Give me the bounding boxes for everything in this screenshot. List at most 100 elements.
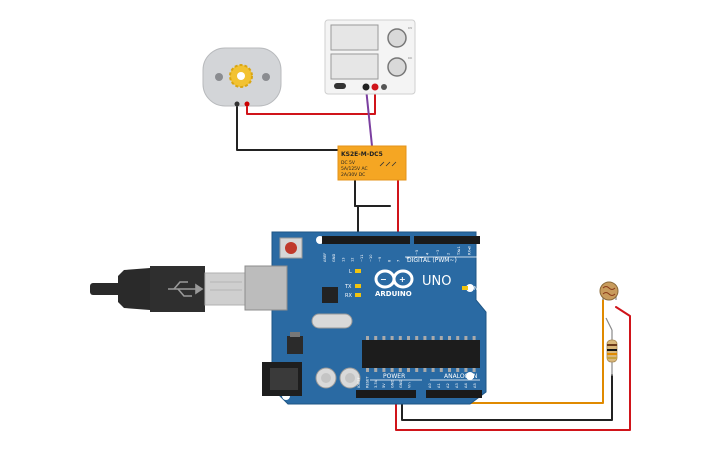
chip-pins-top (366, 336, 476, 340)
chip-pin (374, 336, 378, 340)
chip-pin (407, 368, 410, 372)
power-supply[interactable]: CV CC (324, 19, 416, 95)
atmega-chip (362, 340, 480, 368)
pin-label: GND (332, 254, 336, 262)
chip-pin (448, 336, 451, 340)
pin-label: GND (399, 380, 403, 388)
usb-cable[interactable] (90, 266, 246, 312)
resistor[interactable] (605, 317, 618, 376)
power-header[interactable] (356, 390, 416, 398)
usb-b-port[interactable] (244, 265, 288, 311)
chip-pin (415, 368, 419, 372)
chip-pin (382, 336, 386, 340)
digital-header-left[interactable] (322, 236, 410, 244)
pin-label: ~5 (415, 250, 419, 255)
usb-chip (322, 287, 338, 303)
pin-label: RX◂0 (468, 245, 472, 255)
power-pin-labels: IOREF RESET 3.3V 5V GND GND Vin (357, 376, 411, 388)
pin-label: ~3 (436, 250, 440, 255)
chip-pin (390, 368, 394, 372)
chip-pin (431, 336, 435, 340)
pin-label: A4 (464, 383, 468, 388)
power-label: POWER (383, 373, 405, 380)
led-tx (355, 284, 361, 288)
chip-pin (423, 368, 427, 372)
wires (236, 87, 631, 431)
gear-icon (229, 64, 253, 88)
relay-spec-1: DC 5V (341, 160, 356, 166)
photoresistor[interactable] (599, 281, 619, 301)
power-switch[interactable] (334, 83, 346, 89)
chip-pin (456, 336, 460, 340)
pin-label: 7 (397, 260, 401, 262)
pin-label: AREF (323, 253, 327, 262)
relay-spec-2: 5A/125V AC (341, 166, 368, 172)
pin-label: 2 (447, 253, 451, 255)
usb-plug-metal (204, 272, 246, 306)
chip-pin (431, 368, 435, 372)
pin-label: 3.3V (374, 379, 378, 388)
pin-label: Vin (407, 382, 411, 388)
chip-pin (472, 336, 476, 340)
relay-switch-symbol (379, 161, 397, 167)
led-on-label: ON (470, 286, 478, 292)
digital-label: DIGITAL (PWM~) (407, 257, 457, 264)
chip-pin (398, 336, 402, 340)
pin-label: ~9 (378, 256, 382, 262)
chip-pin (464, 368, 468, 372)
pin-label: RESET (365, 376, 369, 388)
chip-pin (366, 368, 369, 372)
wire-gnd-black[interactable] (401, 374, 613, 421)
pin-label: IOREF (357, 377, 361, 388)
current-knob[interactable] (387, 57, 407, 77)
pin-label: 5V (382, 383, 386, 388)
wire-supply-to-relay-purple[interactable] (365, 87, 373, 147)
dc-motor[interactable] (202, 47, 282, 107)
crystal-oscillator (311, 313, 353, 329)
chip-pin (398, 368, 402, 372)
usb-icon (168, 281, 204, 297)
supply-terminal-positive (371, 83, 379, 91)
relay[interactable]: KS2E-M-DC5 DC 5V 5A/125V AC 2A/30V DC (337, 145, 407, 181)
led-on (462, 286, 468, 290)
chip-pin (374, 368, 378, 372)
pin-label: A2 (446, 383, 450, 388)
voltage-knob[interactable] (387, 28, 407, 48)
wire-motor-to-relay-black[interactable] (236, 103, 341, 151)
pin-label: 4 (426, 252, 430, 255)
pin-label: TX▸1 (457, 246, 461, 256)
led-rx (355, 293, 361, 297)
led-rx-label: RX (345, 293, 352, 299)
supply-terminal-ground (381, 84, 387, 90)
chip-pin (407, 336, 410, 340)
pin-label: ~11 (360, 254, 364, 262)
knob-label-cv: CV (408, 26, 413, 30)
pin-label: A3 (455, 383, 459, 388)
chip-pins-bottom (366, 368, 476, 372)
wire-motor-to-supply-red[interactable] (246, 87, 376, 115)
ldr-pattern-icon (602, 286, 616, 296)
pin-label: ~10 (369, 254, 373, 262)
relay-spec-3: 2A/30V DC (341, 172, 365, 178)
pin-label: 8 (387, 259, 391, 262)
pin-label: 12 (351, 257, 355, 262)
wire-relay-to-arduino-black[interactable] (354, 179, 359, 239)
reset-button[interactable] (285, 242, 297, 254)
analog-label: ANALOG IN (444, 373, 477, 380)
analog-header[interactable] (426, 390, 482, 398)
pin-label: A0 (428, 383, 432, 388)
voltage-regulator (287, 336, 303, 354)
digital-header-right[interactable] (414, 236, 480, 244)
motor-terminal-2 (244, 101, 250, 107)
mount-hole (466, 372, 474, 380)
pin-label: GND (391, 380, 395, 388)
chip-pin (464, 336, 468, 340)
pin-label: 13 (341, 257, 345, 262)
model-text: UNO (422, 274, 451, 289)
chip-pin (415, 336, 419, 340)
chip-pin (439, 336, 443, 340)
chip-pin (366, 336, 369, 340)
wire-5v-red[interactable] (395, 306, 631, 431)
